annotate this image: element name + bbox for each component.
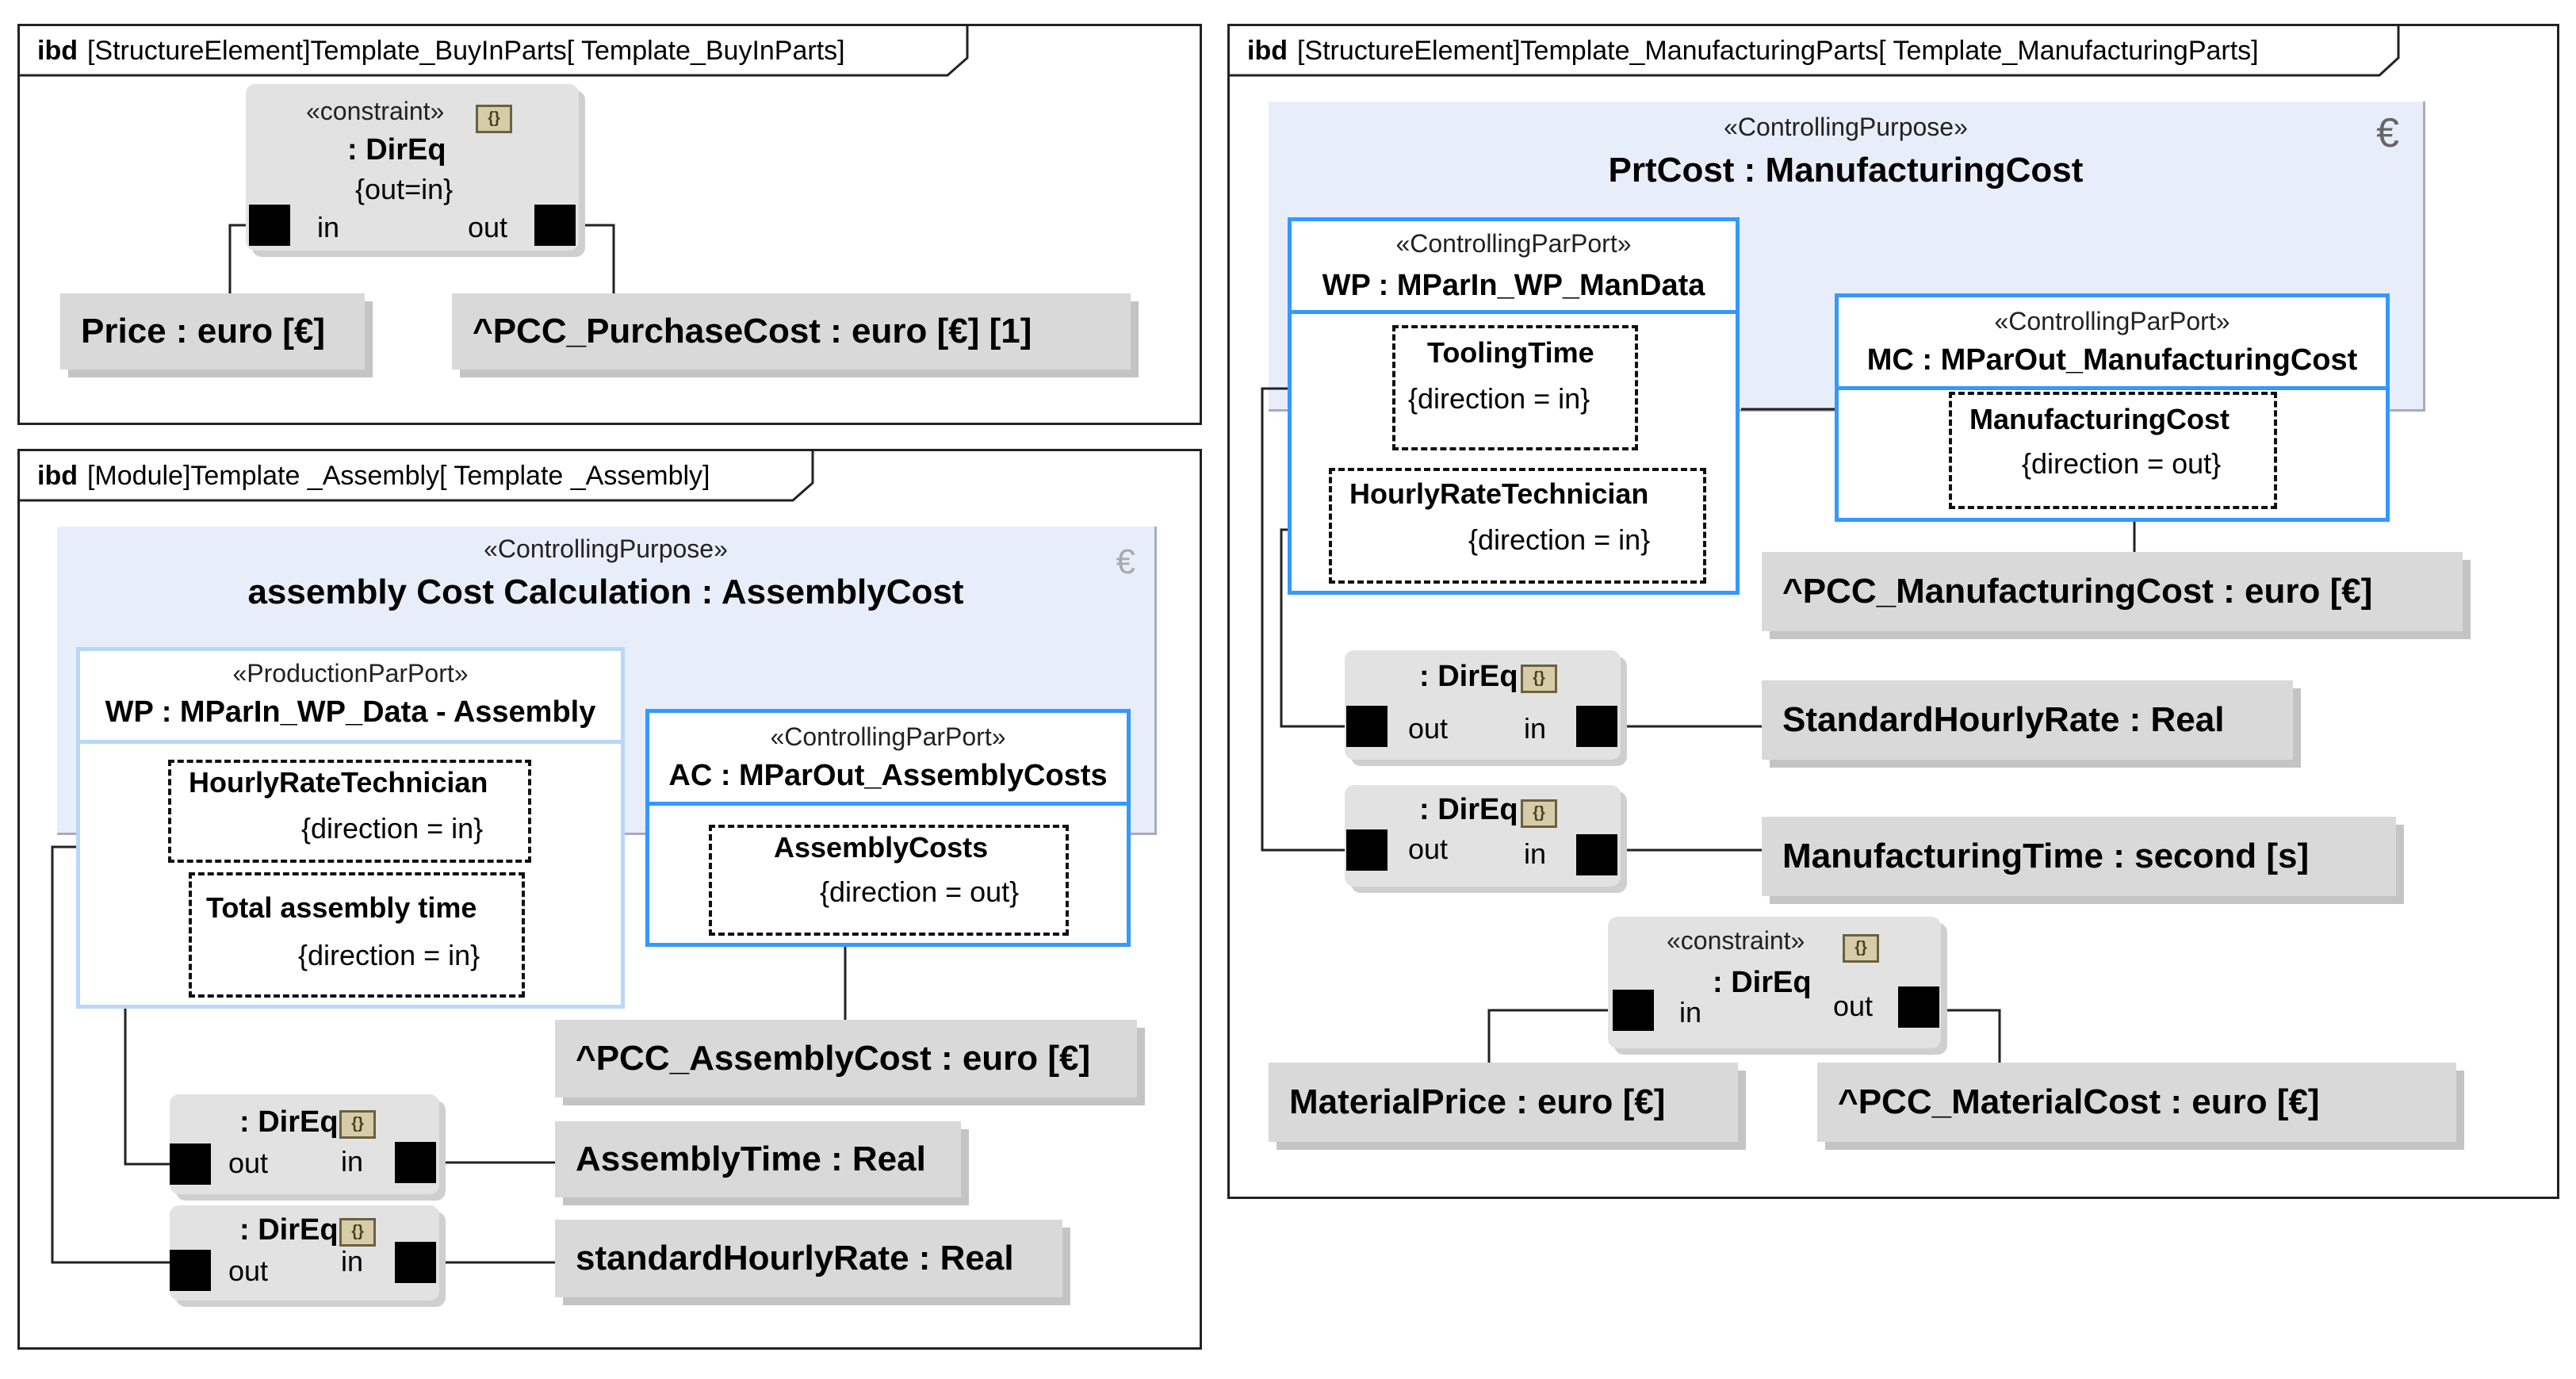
direq-name: : DirEq — [1419, 793, 1518, 826]
constraint-icon: {} — [1521, 799, 1557, 828]
total-assembly-time-property[interactable]: Total assembly time {direction = in} — [189, 872, 525, 998]
property-direction: {direction = in} — [1408, 382, 1590, 415]
purpose-stereotype: «ControllingPurpose» — [484, 534, 728, 563]
port-separator — [649, 802, 1127, 806]
frame-tab-label: ibd[StructureElement]Template_BuyInParts… — [37, 36, 845, 66]
property-name: Total assembly time — [206, 891, 477, 924]
direq-block[interactable]: : DirEq {} out in — [170, 1094, 439, 1194]
port-stereotype: «ProductionParPort» — [232, 659, 469, 688]
out-pin-label: out — [468, 211, 508, 243]
standard-hourly-rate-parameter[interactable]: standardHourlyRate : Real — [555, 1220, 1062, 1297]
hourly-rate-technician-property[interactable]: HourlyRateTechnician {direction = in} — [168, 760, 531, 863]
out-pin-label: out — [228, 1147, 269, 1179]
port-separator — [1292, 310, 1736, 314]
in-pin-label: in — [341, 1245, 364, 1277]
constraint-stereotype: «constraint» — [306, 97, 445, 125]
frame-tab-shape — [20, 26, 969, 77]
constraint-name: : DirEq — [347, 133, 446, 167]
direq-name: : DirEq — [1419, 660, 1518, 693]
constraint-block[interactable]: «constraint» {} : DirEq {out=in} in out — [246, 84, 579, 251]
out-pin[interactable] — [1898, 986, 1939, 1028]
constraint-icon: {} — [1521, 665, 1557, 693]
property-name: ManufacturingCost — [1969, 403, 2230, 435]
port-title: MC : MParOut_ManufacturingCost — [1866, 343, 2358, 377]
port-separator — [80, 740, 621, 744]
property-name: AssemblyCosts — [774, 831, 989, 864]
out-pin-label: out — [1833, 990, 1874, 1022]
frame-tab-label: ibd[Module]Template _Assembly[ Template … — [37, 461, 710, 491]
property-name: ToolingTime — [1427, 336, 1594, 369]
in-pin[interactable] — [1613, 990, 1654, 1031]
in-pin-label: in — [1524, 712, 1547, 745]
manufacturing-time-parameter[interactable]: ManufacturingTime : second [s] — [1762, 817, 2396, 896]
out-pin[interactable] — [170, 1143, 211, 1185]
port-title: WP : MParIn_WP_Data - Assembly — [105, 695, 596, 729]
assembly-time-parameter[interactable]: AssemblyTime : Real — [555, 1121, 961, 1197]
in-pin-label: in — [317, 211, 340, 243]
assembly-costs-property[interactable]: AssemblyCosts {direction = out} — [709, 825, 1069, 936]
out-pin[interactable] — [1346, 829, 1388, 871]
euro-icon: € — [2376, 110, 2399, 156]
in-pin[interactable] — [395, 1142, 436, 1183]
manufacturing-cost-parameter[interactable]: ^PCC_ManufacturingCost : euro [€] — [1762, 552, 2463, 631]
hourly-rate-technician-property[interactable]: HourlyRateTechnician {direction = in} — [1329, 468, 1706, 584]
constraint-name: : DirEq — [1713, 966, 1812, 999]
wp-production-port[interactable]: «ProductionParPort» WP : MParIn_WP_Data … — [76, 647, 625, 1009]
property-direction: {direction = in} — [301, 812, 484, 845]
manufacturing-cost-property[interactable]: ManufacturingCost {direction = out} — [1949, 392, 2277, 509]
in-pin[interactable] — [249, 205, 290, 246]
in-pin[interactable] — [395, 1242, 436, 1283]
material-cost-parameter[interactable]: ^PCC_MaterialCost : euro [€] — [1817, 1063, 2456, 1142]
constraint-block[interactable]: «constraint» {} : DirEq in out — [1608, 917, 1941, 1048]
in-pin-label: in — [341, 1145, 364, 1178]
property-name: HourlyRateTechnician — [189, 766, 488, 799]
out-pin-label: out — [228, 1255, 269, 1287]
direq-block[interactable]: : DirEq {} out in — [170, 1205, 439, 1300]
out-pin[interactable] — [1346, 706, 1388, 747]
price-parameter[interactable]: Price : euro [€] — [60, 293, 365, 370]
euro-icon: € — [1116, 542, 1135, 581]
material-price-parameter[interactable]: MaterialPrice : euro [€] — [1269, 1063, 1738, 1142]
port-stereotype: «ControllingParPort» — [770, 722, 1006, 751]
in-pin-label: in — [1679, 996, 1702, 1029]
purpose-stereotype: «ControllingPurpose» — [1724, 113, 1968, 141]
property-direction: {direction = in} — [298, 939, 480, 971]
port-separator — [1839, 386, 2386, 390]
property-direction: {direction = out} — [2022, 447, 2222, 480]
in-pin-label: in — [1524, 837, 1547, 870]
direq-name: : DirEq — [239, 1105, 339, 1139]
port-title: WP : MParIn_WP_ManData — [1322, 269, 1705, 302]
assembly-cost-parameter[interactable]: ^PCC_AssemblyCost : euro [€] — [555, 1020, 1137, 1097]
port-stereotype: «ControllingParPort» — [1994, 307, 2230, 335]
property-direction: {direction = in} — [1468, 523, 1651, 556]
port-stereotype: «ControllingParPort» — [1395, 229, 1632, 258]
port-title: AC : MParOut_AssemblyCosts — [668, 759, 1108, 792]
constraint-expression: {out=in} — [355, 173, 454, 205]
constraint-icon: {} — [1843, 934, 1879, 963]
direq-block[interactable]: : DirEq {} out in — [1345, 785, 1621, 887]
constraint-icon: {} — [339, 1110, 376, 1139]
direq-name: : DirEq — [239, 1213, 339, 1247]
out-pin-label: out — [1408, 712, 1449, 745]
frame-tab-shape — [1230, 26, 2400, 77]
out-pin[interactable] — [534, 205, 576, 246]
frame-tab-label: ibd[StructureElement]Template_Manufactur… — [1247, 36, 2259, 66]
purpose-title: assembly Cost Calculation : AssemblyCost — [247, 573, 964, 611]
constraint-icon: {} — [476, 105, 512, 133]
in-pin[interactable] — [1576, 706, 1617, 747]
purpose-title: PrtCost : ManufacturingCost — [1608, 151, 2084, 190]
out-pin-label: out — [1408, 833, 1449, 865]
standard-hourly-rate-parameter[interactable]: StandardHourlyRate : Real — [1762, 680, 2293, 760]
constraint-stereotype: «constraint» — [1667, 926, 1805, 955]
direq-block[interactable]: : DirEq {} out in — [1345, 650, 1621, 760]
purchase-cost-parameter[interactable]: ^PCC_PurchaseCost : euro [€] [1] — [452, 293, 1131, 370]
tooling-time-property[interactable]: ToolingTime {direction = in} — [1392, 325, 1638, 450]
property-direction: {direction = out} — [820, 875, 1020, 908]
in-pin[interactable] — [1576, 834, 1617, 875]
out-pin[interactable] — [170, 1250, 211, 1291]
constraint-icon: {} — [339, 1218, 376, 1247]
property-name: HourlyRateTechnician — [1349, 477, 1649, 510]
frame-tab-shape — [20, 451, 814, 502]
